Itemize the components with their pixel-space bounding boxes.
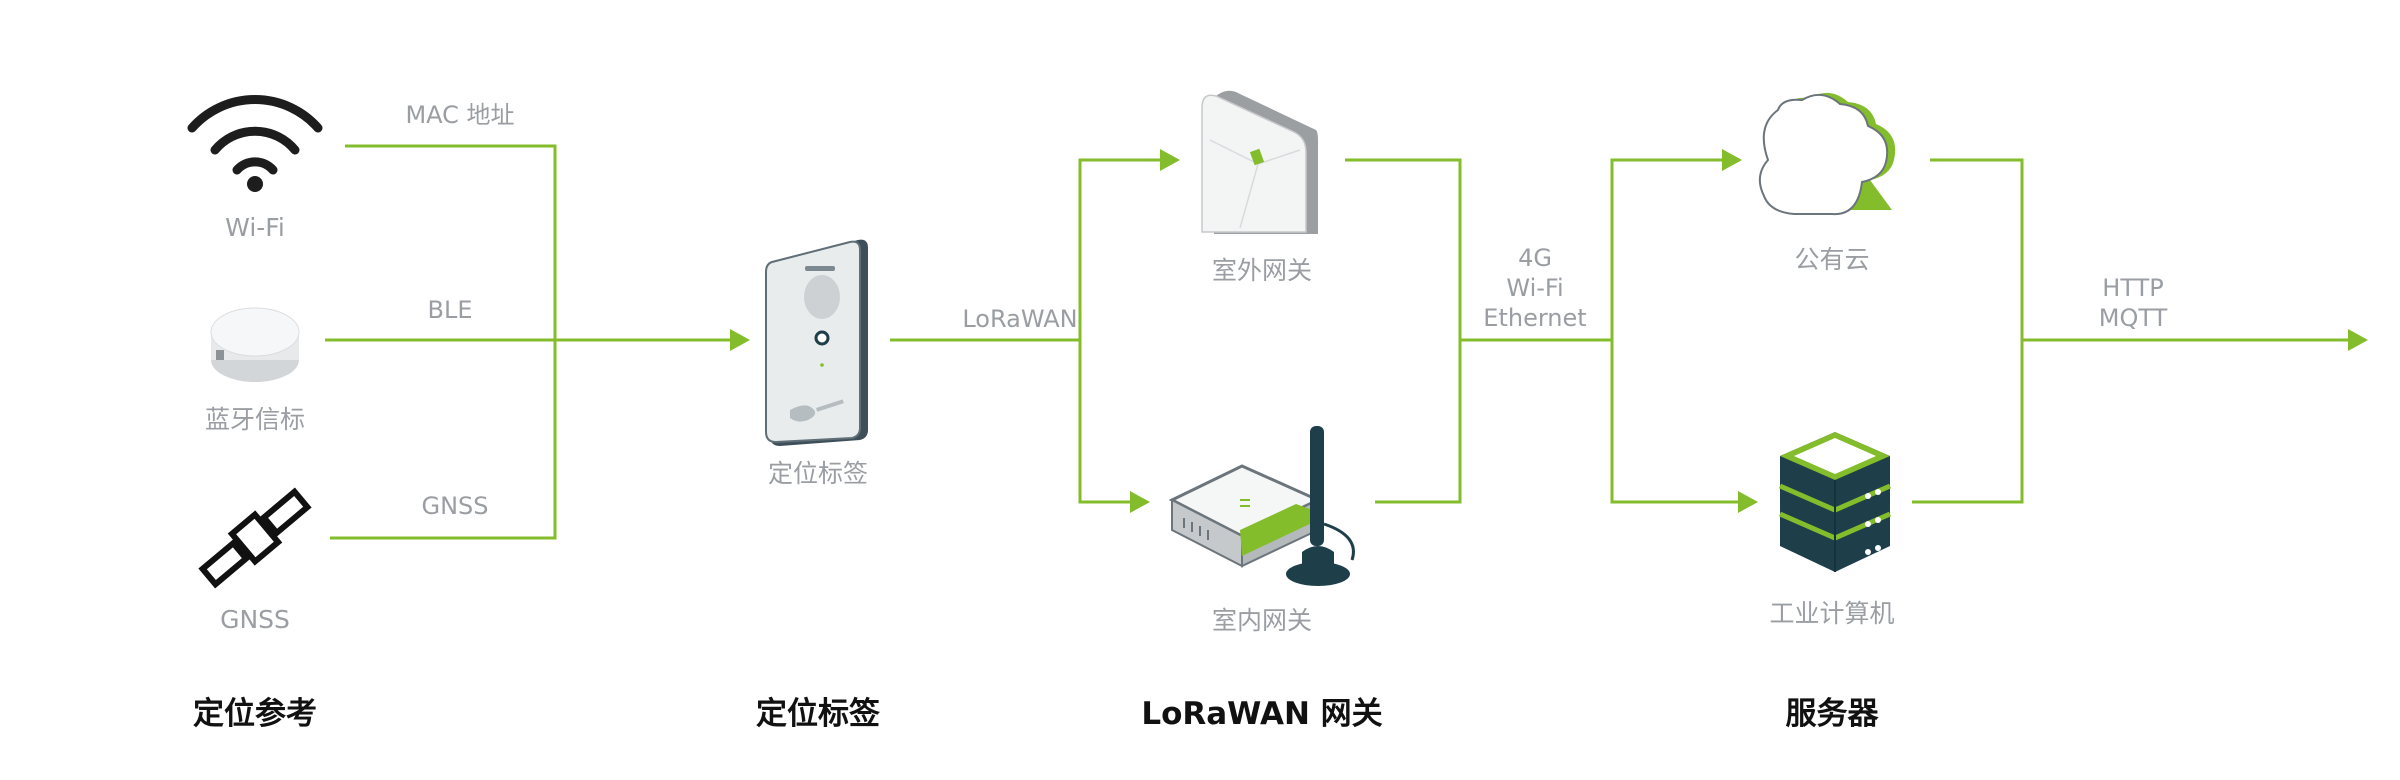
outdoor-gateway-label: 室外网关 bbox=[1212, 256, 1312, 285]
outdoor-gateway-arrowhead bbox=[1160, 149, 1180, 171]
server-stack-icon bbox=[1779, 432, 1891, 572]
indoor-gateway-icon bbox=[1168, 426, 1355, 586]
ipc-out bbox=[1912, 340, 2024, 504]
gnss-label: GNSS bbox=[220, 605, 290, 634]
edge-label-ble: BLE bbox=[428, 296, 473, 324]
wifi-label: Wi-Fi bbox=[225, 213, 285, 242]
cloud-branch bbox=[1610, 158, 1722, 340]
indoor-gateway-label: 室内网关 bbox=[1212, 606, 1312, 635]
edge-label-wifi: Wi-Fi bbox=[1506, 274, 1563, 302]
output-arrowhead bbox=[2348, 329, 2368, 351]
column-heading-tag: 定位标签 bbox=[756, 696, 880, 732]
cloud-arrowhead bbox=[1722, 149, 1742, 171]
bluetooth-beacon-icon bbox=[210, 307, 300, 382]
indoor-gateway-branch bbox=[1078, 340, 1130, 504]
ipc-branch bbox=[1610, 340, 1738, 504]
indoor-gateway-arrowhead bbox=[1130, 491, 1150, 513]
cloud-out bbox=[1930, 158, 2024, 340]
satellite-icon bbox=[198, 487, 312, 589]
wifi-connector bbox=[345, 144, 557, 340]
cloud-label: 公有云 bbox=[1794, 245, 1869, 274]
edge-label-mac: MAC 地址 bbox=[405, 101, 514, 129]
tag-label: 定位标签 bbox=[768, 459, 868, 488]
column-heading-reference: 定位参考 bbox=[193, 696, 317, 732]
outdoor-gateway-branch bbox=[1078, 158, 1160, 340]
indoor-gateway-out bbox=[1375, 340, 1462, 504]
edge-label-gnss: GNSS bbox=[421, 492, 488, 520]
outdoor-gateway-out bbox=[1345, 158, 1462, 340]
connectors bbox=[325, 144, 2368, 540]
cloud-icon bbox=[1758, 92, 1896, 216]
edge-label-mqtt: MQTT bbox=[2099, 304, 2168, 332]
edge-label-4g: 4G bbox=[1518, 244, 1552, 272]
tag-arrowhead bbox=[730, 329, 750, 351]
column-heading-server: 服务器 bbox=[1786, 696, 1880, 732]
column-heading-gateway: LoRaWAN 网关 bbox=[1141, 696, 1382, 732]
outdoor-gateway-icon bbox=[1201, 90, 1318, 234]
edge-label-ethernet: Ethernet bbox=[1483, 304, 1586, 332]
edge-label-lorawan: LoRaWAN bbox=[962, 305, 1077, 333]
wifi-icon bbox=[187, 95, 323, 192]
gnss-connector bbox=[330, 340, 557, 540]
tracker-tag-icon bbox=[765, 239, 868, 446]
edge-label-http: HTTP bbox=[2102, 274, 2163, 302]
ble-label: 蓝牙信标 bbox=[205, 405, 305, 434]
ipc-arrowhead bbox=[1738, 491, 1758, 513]
ipc-label: 工业计算机 bbox=[1769, 599, 1894, 628]
